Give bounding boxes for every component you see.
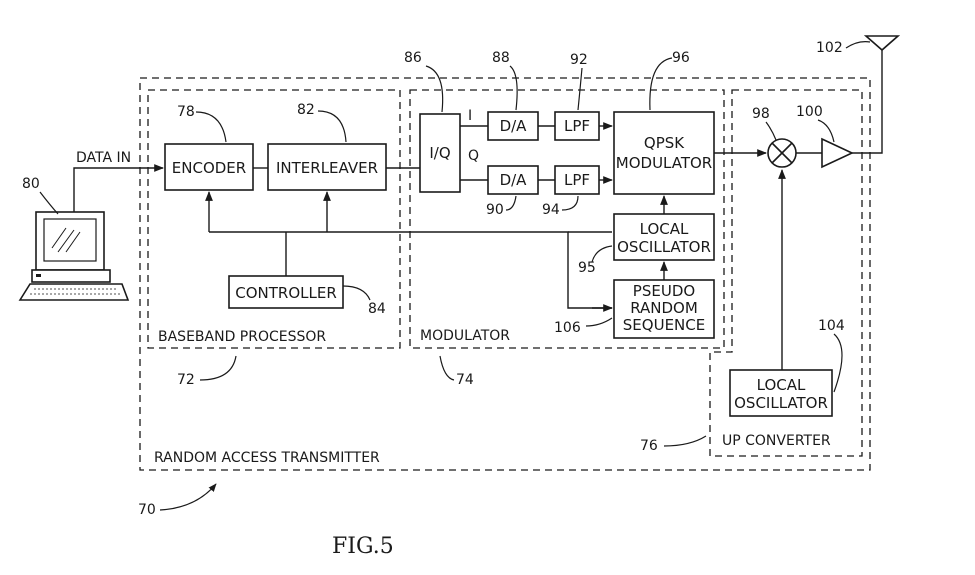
i-signal-label: I <box>468 108 472 124</box>
ref-98: 98 <box>752 106 770 122</box>
prs-line1: PSEUDO <box>633 282 695 300</box>
interleaver-label: INTERLEAVER <box>276 159 378 177</box>
local-osc-mod-line1: LOCAL <box>640 220 689 238</box>
mixer-symbol <box>768 139 796 167</box>
ref-78: 78 <box>177 104 195 120</box>
qpsk-label-line2: MODULATOR <box>616 154 712 172</box>
ref-100: 100 <box>796 104 823 120</box>
figure-caption: FIG.5 <box>332 534 394 559</box>
qpsk-modulator-block <box>614 112 714 194</box>
local-osc-up-line2: OSCILLATOR <box>734 394 828 412</box>
ref-104: 104 <box>818 318 845 334</box>
baseband-outline <box>148 90 400 348</box>
iq-label: I/Q <box>429 144 450 162</box>
ref-76: 76 <box>640 438 658 454</box>
ref-86: 86 <box>404 50 422 66</box>
ref-74: 74 <box>456 372 474 388</box>
ref-102: 102 <box>816 40 843 56</box>
lpf-i-label: LPF <box>564 117 590 135</box>
ref-70: 70 <box>138 502 156 518</box>
amplifier-symbol <box>822 139 852 167</box>
ref-106: 106 <box>554 320 581 336</box>
local-osc-mod-line2: OSCILLATOR <box>617 238 711 256</box>
antenna-icon <box>866 36 898 50</box>
ref-84: 84 <box>368 301 386 317</box>
ref-88: 88 <box>492 50 510 66</box>
ref-96: 96 <box>672 50 690 66</box>
local-osc-up-line1: LOCAL <box>757 376 806 394</box>
ref-82: 82 <box>297 102 315 118</box>
q-signal-label: Q <box>468 148 479 164</box>
ref-90: 90 <box>486 202 504 218</box>
ref-94: 94 <box>542 202 560 218</box>
prs-line2: RANDOM <box>630 299 698 317</box>
lpf-q-label: LPF <box>564 171 590 189</box>
da-q-label: D/A <box>500 171 528 189</box>
transmitter-region-label: RANDOM ACCESS TRANSMITTER <box>154 450 380 466</box>
da-i-label: D/A <box>500 117 528 135</box>
amp-to-antenna-wire <box>852 48 882 153</box>
ref-72: 72 <box>177 372 195 388</box>
data-in-label: DATA IN <box>76 150 131 166</box>
upconverter-region-label: UP CONVERTER <box>722 433 831 449</box>
controller-label: CONTROLLER <box>235 284 337 302</box>
prs-line3: SEQUENCE <box>623 316 705 334</box>
ref-80: 80 <box>22 176 40 192</box>
computer-terminal-icon <box>20 212 128 300</box>
ref-92: 92 <box>570 52 588 68</box>
encoder-label: ENCODER <box>172 159 246 177</box>
qpsk-label-line1: QPSK <box>644 134 685 152</box>
data-in-wire <box>74 168 163 212</box>
ref-95: 95 <box>578 260 596 276</box>
baseband-region-label: BASEBAND PROCESSOR <box>158 329 326 345</box>
modulator-region-label: MODULATOR <box>420 328 510 344</box>
